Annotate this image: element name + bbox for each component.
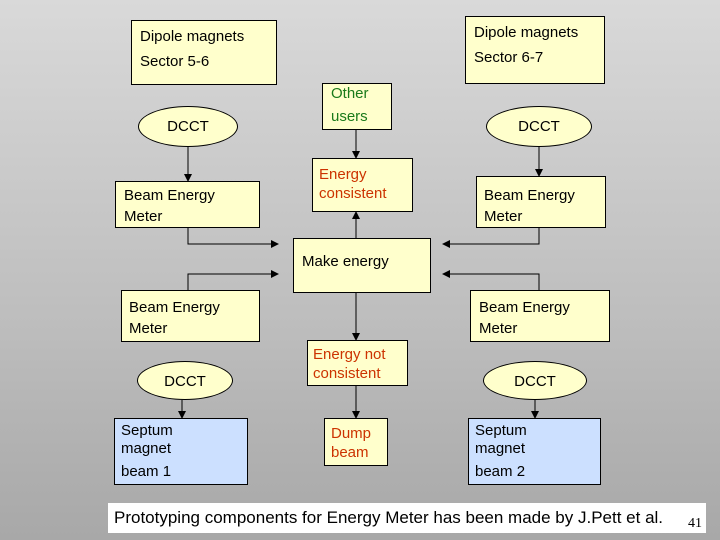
dipole-magnets-sector-6-7: Dipole magnets Sector 6-7 bbox=[465, 16, 605, 84]
bem-line1: Beam Energy bbox=[484, 187, 575, 204]
energy-consistent-line2: consistent bbox=[319, 185, 387, 202]
beam-energy-meter-lower-right: Beam Energy Meter bbox=[470, 290, 610, 342]
dipole-5-6-line1: Dipole magnets bbox=[140, 28, 245, 45]
dipole-6-7-line1: Dipole magnets bbox=[474, 24, 579, 41]
dipole-magnets-sector-5-6: Dipole magnets Sector 5-6 bbox=[131, 20, 277, 85]
septum-2-line3: beam 2 bbox=[475, 463, 526, 480]
page-number: 41 bbox=[688, 516, 702, 531]
dcct-lower-right: DCCT bbox=[483, 361, 587, 400]
dump-beam-line2: beam bbox=[331, 444, 369, 461]
dipole-6-7-line2: Sector 6-7 bbox=[474, 49, 544, 66]
other-users-line1: Other bbox=[331, 85, 369, 102]
septum-1-line1: Septum bbox=[121, 422, 173, 439]
dcct-lower-left: DCCT bbox=[137, 361, 233, 400]
septum-1-line2: magnet bbox=[121, 440, 172, 457]
bem-line2: Meter bbox=[479, 320, 518, 337]
bem-line2: Meter bbox=[129, 320, 168, 337]
footer-text: Prototyping components for Energy Meter … bbox=[114, 508, 664, 527]
lower-bracket-right bbox=[442, 270, 540, 290]
upper-bracket-right bbox=[442, 228, 540, 248]
dcct-upper-right: DCCT bbox=[486, 106, 592, 147]
dcct-label: DCCT bbox=[514, 373, 556, 390]
dcct-label: DCCT bbox=[518, 118, 560, 135]
septum-magnet-beam-1: Septum magnet beam 1 bbox=[114, 418, 248, 485]
upper-bracket-left bbox=[187, 228, 279, 248]
dcct-label: DCCT bbox=[167, 118, 209, 135]
make-energy-box: Make energy bbox=[293, 238, 431, 293]
septum-magnet-beam-2: Septum magnet beam 2 bbox=[468, 418, 601, 485]
beam-energy-meter-lower-left: Beam Energy Meter bbox=[121, 290, 260, 342]
septum-1-line3: beam 1 bbox=[121, 463, 172, 480]
beam-energy-meter-upper-left: Beam Energy Meter bbox=[115, 181, 260, 228]
dump-beam-line1: Dump bbox=[331, 425, 372, 442]
make-energy-label: Make energy bbox=[302, 253, 389, 270]
energy-not-consistent-box: Energy not consistent bbox=[307, 340, 408, 386]
septum-2-line2: magnet bbox=[475, 440, 526, 457]
energy-consistent-line1: Energy bbox=[319, 166, 367, 183]
energy-consistent-box: Energy consistent bbox=[312, 158, 413, 212]
septum-2-line1: Septum bbox=[475, 422, 527, 439]
dcct-label: DCCT bbox=[164, 373, 206, 390]
other-users-box: Other users bbox=[322, 83, 392, 130]
bem-line2: Meter bbox=[124, 208, 163, 225]
beam-energy-meter-upper-right: Beam Energy Meter bbox=[476, 176, 606, 228]
energy-not-consistent-line1: Energy not bbox=[313, 346, 386, 363]
bem-line1: Beam Energy bbox=[129, 299, 220, 316]
dcct-upper-left: DCCT bbox=[138, 106, 238, 147]
other-users-line2: users bbox=[331, 108, 368, 125]
lower-bracket-left bbox=[187, 270, 279, 290]
bem-line1: Beam Energy bbox=[479, 299, 570, 316]
energy-not-consistent-line2: consistent bbox=[313, 365, 381, 382]
dipole-5-6-line2: Sector 5-6 bbox=[140, 53, 210, 70]
bem-line2: Meter bbox=[484, 208, 523, 225]
dump-beam-box: Dump beam bbox=[324, 418, 388, 466]
bem-line1: Beam Energy bbox=[124, 187, 215, 204]
footer-caption: Prototyping components for Energy Meter … bbox=[108, 503, 706, 533]
